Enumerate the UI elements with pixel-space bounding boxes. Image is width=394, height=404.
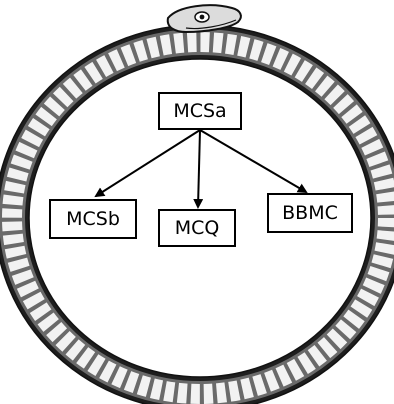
- node-right-label: BBMC: [282, 202, 338, 224]
- edge-root-to-left: [96, 130, 200, 196]
- edge-root-to-middle: [198, 130, 200, 207]
- node-root-label: MCSa: [173, 100, 226, 122]
- node-middle: MCQ: [159, 210, 235, 246]
- node-left: MCSb: [50, 200, 136, 238]
- edge-root-to-right: [200, 130, 306, 192]
- node-right: BBMC: [268, 194, 352, 232]
- node-root: MCSa: [159, 93, 241, 129]
- node-left-label: MCSb: [66, 208, 120, 230]
- node-middle-label: MCQ: [175, 217, 220, 239]
